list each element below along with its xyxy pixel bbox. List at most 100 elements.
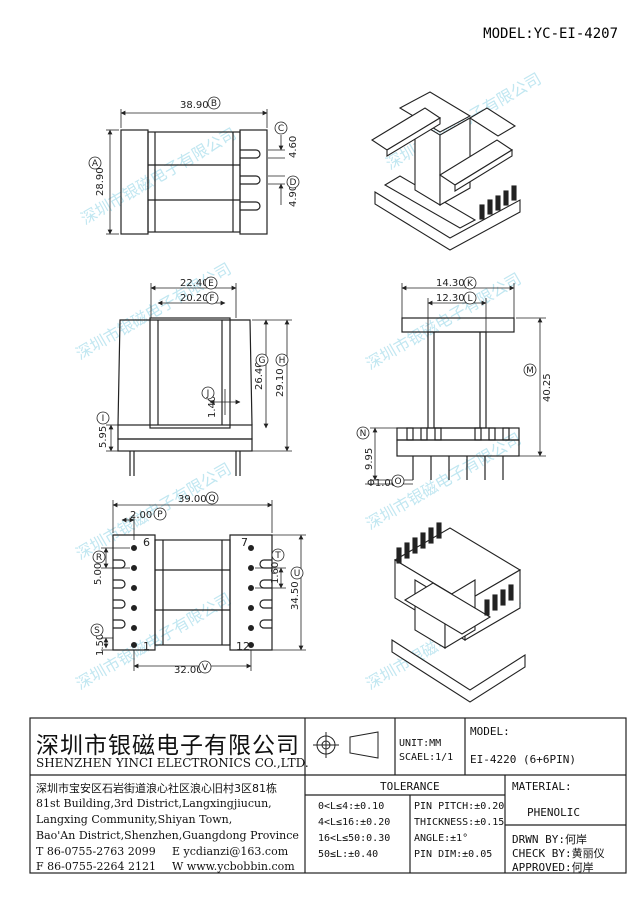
svg-text:V: V xyxy=(202,663,209,673)
dim-5-00: 5.00 xyxy=(93,563,104,585)
bottom-view-dims xyxy=(101,500,306,671)
dim-26-40: 26.40 xyxy=(254,361,265,390)
material-value: PHENOLIC xyxy=(527,806,580,819)
front-view-dims xyxy=(106,283,292,452)
pin-tolerance-row: PIN PITCH:±0.20 xyxy=(414,801,505,812)
callout-l: L xyxy=(463,291,477,305)
dim-phi-1-00: Φ1.00 xyxy=(367,478,397,489)
svg-text:L: L xyxy=(467,294,472,304)
svg-text:G: G xyxy=(259,356,266,366)
iso-view-top xyxy=(370,91,521,251)
svg-text:E: E xyxy=(208,279,214,289)
svg-text:R: R xyxy=(96,553,102,563)
svg-text:F: F xyxy=(209,294,214,304)
material-label: MATERIAL: xyxy=(512,780,572,793)
callout-u: U xyxy=(290,566,304,580)
contact-fax: F 86-0755-2264 2121 xyxy=(36,860,157,873)
callout-n: N xyxy=(356,426,370,440)
dim-39-00: 39.00 xyxy=(178,494,207,505)
pin-tolerance-row: ANGLE:±1° xyxy=(414,833,469,844)
callout-a: A xyxy=(88,156,102,170)
callout-f: F xyxy=(205,291,219,305)
top-view-dims xyxy=(106,109,285,235)
dim-20-20: 20.20 xyxy=(180,293,209,304)
top-view xyxy=(120,129,268,235)
model-header: MODEL:YC-EI-4207 xyxy=(483,26,618,42)
tolerance-title: TOLERANCE xyxy=(380,780,440,793)
front-view xyxy=(117,317,253,476)
callout-o: O xyxy=(391,474,405,488)
pin-label-6: 6 xyxy=(143,536,150,549)
callout-t: T xyxy=(271,548,285,562)
dim-40-25: 40.25 xyxy=(542,373,553,402)
pin-label-12: 12 xyxy=(236,640,250,653)
pin-tolerance-row: PIN DIM:±0.05 xyxy=(414,849,493,860)
dim-4-60: 4.60 xyxy=(288,136,299,158)
svg-text:S: S xyxy=(94,626,100,636)
contact-tel: T 86-0755-2763 2099 xyxy=(36,845,156,858)
callout-c: C xyxy=(274,121,288,135)
address-cn: 深圳市宝安区石岩街道浪心社区浪心旧村3区81栋 xyxy=(36,782,277,795)
dim-2-00: 2.00 xyxy=(130,510,152,521)
svg-text:N: N xyxy=(360,429,367,439)
contact-web[interactable]: W www.ycbobbin.com xyxy=(172,860,295,873)
front-view-labels: 22.40 20.20 26.40 29.10 1.40 5.95 xyxy=(98,278,286,448)
callout-j: J xyxy=(201,386,215,400)
callout-v: V xyxy=(198,660,212,674)
svg-text:C: C xyxy=(278,124,284,134)
dim-29-10: 29.10 xyxy=(275,368,286,397)
svg-text:K: K xyxy=(467,279,474,289)
svg-text:U: U xyxy=(294,569,301,579)
address-en-1: 81st Building,3rd District,Langxingjiucu… xyxy=(36,797,272,810)
svg-text:B: B xyxy=(211,99,217,109)
dim-14-30: 14.30 xyxy=(436,278,465,289)
dim-28-90: 28.90 xyxy=(95,167,106,196)
bottom-view-labels: 39.00 2.00 5.00 1.60 34.50 1.50 32.00 6 … xyxy=(93,494,301,676)
dim-1-40: 1.40 xyxy=(207,396,218,418)
callout-letters: A B C D E F G H I J K L M N O P Q R S T … xyxy=(88,96,537,674)
svg-text:H: H xyxy=(279,356,286,366)
callout-d: D xyxy=(286,175,300,189)
callout-b: B xyxy=(207,96,221,110)
callout-q: Q xyxy=(205,491,219,505)
callout-m: M xyxy=(523,363,537,377)
svg-text:A: A xyxy=(92,159,99,169)
callout-g: G xyxy=(255,353,269,367)
pin-tolerance-list: PIN PITCH:±0.20 THICKNESS:±0.15 ANGLE:±1… xyxy=(414,799,504,863)
address-en-3: Bao'An District,Shenzhen,Guangdong Provi… xyxy=(36,829,299,842)
company-name-en: SHENZHEN YINCI ELECTRONICS CO.,LTD. xyxy=(36,756,309,770)
svg-text:O: O xyxy=(394,477,401,487)
watermark-text: 深圳市银磁电子有限公司 xyxy=(73,459,235,563)
callout-s: S xyxy=(90,623,104,637)
callout-k: K xyxy=(463,276,477,290)
callout-r: R xyxy=(92,550,106,564)
svg-text:I: I xyxy=(102,414,105,424)
unit-label: UNIT:MM xyxy=(399,738,442,749)
svg-text:M: M xyxy=(526,366,534,376)
svg-text:P: P xyxy=(157,510,163,520)
side-view-labels: 14.30 12.30 40.25 9.95 Φ1.00 xyxy=(364,278,553,489)
pin-tolerance-row: THICKNESS:±0.15 xyxy=(414,817,505,828)
side-view xyxy=(396,317,520,480)
dim-4-90: 4.90 xyxy=(288,185,299,207)
contact-email[interactable]: E ycdianzi@163.com xyxy=(172,845,289,858)
dim-12-30: 12.30 xyxy=(436,293,465,304)
tolerance-row: 0<L≤4:±0.10 xyxy=(318,801,385,812)
dim-32-00: 32.00 xyxy=(174,665,203,676)
dim-34-50: 34.50 xyxy=(290,581,301,610)
model-value: EI-4220 (6+6PIN) xyxy=(470,753,576,766)
pin-label-1: 1 xyxy=(143,640,150,653)
svg-text:Q: Q xyxy=(208,494,215,504)
tolerance-row: 4<L≤16:±0.20 xyxy=(318,817,391,828)
svg-text:T: T xyxy=(274,551,281,561)
pin-label-7: 7 xyxy=(241,536,248,549)
watermark-text: 深圳市银磁电子有限公司 xyxy=(73,259,235,363)
svg-text:D: D xyxy=(290,178,297,188)
company-name-cn: 深圳市银磁电子有限公司 xyxy=(36,733,300,759)
tolerance-list: 0<L≤4:±0.10 4<L≤16:±0.20 16<L≤50:0.30 50… xyxy=(318,799,390,863)
dim-1-60: 1.60 xyxy=(270,562,281,584)
projection-symbol-icon xyxy=(313,731,379,759)
dim-9-95: 9.95 xyxy=(364,448,375,470)
callout-p: P xyxy=(153,507,167,521)
